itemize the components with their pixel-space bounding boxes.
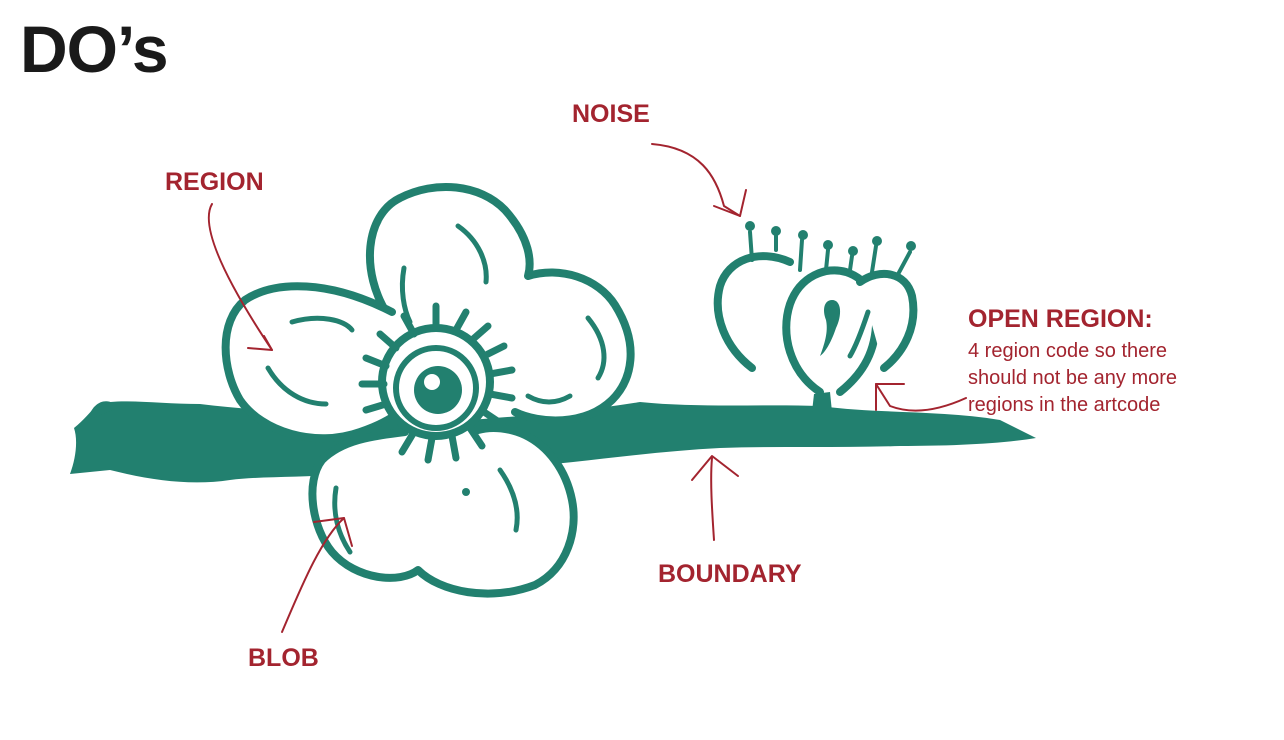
arrow-region <box>207 203 273 351</box>
bud <box>713 221 918 412</box>
bud-comma <box>820 300 841 356</box>
petal-bottom <box>308 423 578 598</box>
petal-stroke <box>289 315 355 333</box>
petal-top <box>366 183 635 425</box>
center-spikes <box>358 302 516 464</box>
label-region: REGION <box>165 168 264 196</box>
arrow-open-region <box>875 383 967 412</box>
bud-left-petal <box>713 252 794 372</box>
arrow-boundary <box>710 457 715 541</box>
petal-stroke <box>399 265 413 325</box>
petal-dot <box>462 488 470 496</box>
arrow-open-region-head <box>875 383 905 411</box>
arrow-boundary-head <box>691 455 739 481</box>
note-line: should not be any more <box>968 367 1178 389</box>
arrow-region-head <box>247 335 273 351</box>
label-noise: NOISE <box>572 100 650 128</box>
note-line: regions in the artcode <box>968 394 1161 416</box>
arrow-noise-head <box>713 189 747 217</box>
petal-stroke <box>525 393 573 405</box>
arrow-blob <box>281 517 345 633</box>
annotation-arrows <box>207 143 967 633</box>
open-region-note: 4 region code so there should not be any… <box>968 338 1268 419</box>
petal-stroke <box>585 315 607 381</box>
arrow-noise <box>651 143 741 217</box>
note-line: 4 region code so there <box>968 340 1168 362</box>
petal-stroke <box>497 467 520 533</box>
arrow-blob-head <box>313 517 353 547</box>
label-blob: BLOB <box>248 644 319 672</box>
flower-eye-highlight <box>424 374 440 390</box>
bud-stroke <box>847 309 871 359</box>
bud-stem <box>812 392 832 412</box>
petal-stroke <box>332 485 353 555</box>
petal-stroke <box>455 223 489 285</box>
branch-knot <box>88 401 118 420</box>
petal-left <box>221 282 404 443</box>
bud-stamens <box>745 221 916 280</box>
flower-eye <box>414 366 462 414</box>
label-open-region: OPEN REGION: <box>968 305 1153 333</box>
flower <box>221 183 635 598</box>
petal-stroke <box>265 365 329 407</box>
bud-right-petal <box>856 270 918 372</box>
label-boundary: BOUNDARY <box>658 560 802 588</box>
page-title: DO’s <box>20 12 169 86</box>
